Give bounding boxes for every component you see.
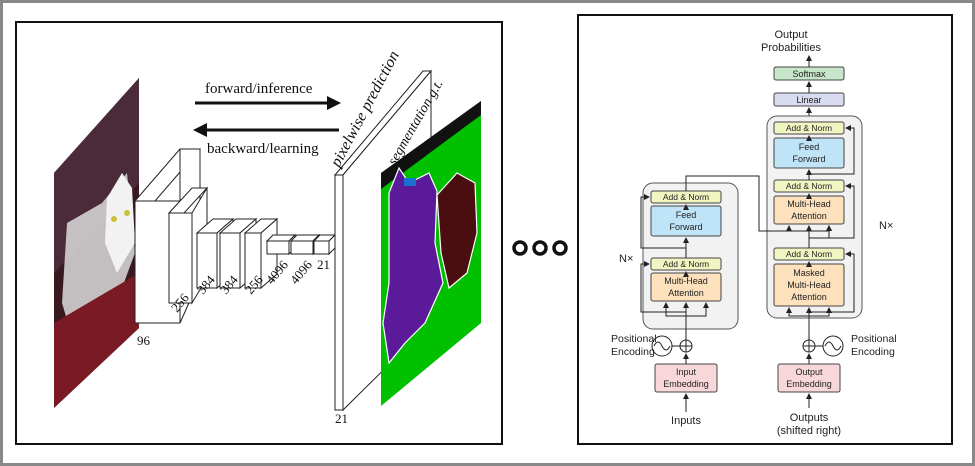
svg-text:Linear: Linear bbox=[796, 95, 821, 105]
decoder-masked-attention: Masked Multi-Head Attention bbox=[773, 263, 845, 307]
output-dim-label: 21 bbox=[335, 411, 348, 426]
encoder-multi-head-attention: Multi-Head Attention bbox=[650, 272, 722, 302]
output-embedding-block: Output Embedding bbox=[777, 363, 841, 393]
decoder-positional-encoding: Positional Encoding bbox=[802, 333, 897, 358]
backward-arrow bbox=[193, 123, 339, 137]
decoder-add-norm-2: Add & Norm bbox=[773, 179, 845, 193]
svg-text:Multi-Head: Multi-Head bbox=[787, 199, 831, 209]
decoder-feed-forward: Feed Forward bbox=[773, 137, 845, 169]
svg-text:Attention: Attention bbox=[791, 292, 827, 302]
svg-text:Forward: Forward bbox=[792, 154, 825, 164]
svg-text:Add & Norm: Add & Norm bbox=[663, 259, 709, 269]
svg-text:Embedding: Embedding bbox=[786, 379, 832, 389]
svg-text:Attention: Attention bbox=[791, 211, 827, 221]
encoder-positional-encoding: Positional Encoding bbox=[611, 333, 693, 358]
outputs-shifted-label: (shifted right) bbox=[777, 425, 841, 437]
encoder-stack bbox=[642, 182, 739, 330]
encoder-connections bbox=[640, 175, 832, 346]
backward-label: backward/learning bbox=[207, 141, 319, 157]
decoder-connections bbox=[786, 125, 855, 346]
ellipsis-icon bbox=[512, 240, 568, 256]
svg-text:Encoding: Encoding bbox=[611, 346, 655, 358]
svg-text:Add & Norm: Add & Norm bbox=[786, 181, 832, 191]
svg-text:Forward: Forward bbox=[669, 222, 702, 232]
dim-label: 96 bbox=[137, 333, 151, 348]
dim-label: 21 bbox=[317, 257, 330, 272]
dim-label: 4096 bbox=[287, 257, 316, 287]
svg-text:Encoding: Encoding bbox=[851, 346, 895, 358]
svg-text:Softmax: Softmax bbox=[792, 69, 826, 79]
encoder-nx-label: N× bbox=[619, 253, 633, 265]
svg-text:Multi-Head: Multi-Head bbox=[787, 280, 831, 290]
input-photo bbox=[54, 78, 139, 408]
svg-text:Positional: Positional bbox=[611, 333, 657, 345]
svg-text:Add & Norm: Add & Norm bbox=[786, 249, 832, 259]
linear-block: Linear bbox=[773, 92, 845, 107]
svg-text:Attention: Attention bbox=[668, 288, 704, 298]
svg-text:Add & Norm: Add & Norm bbox=[663, 192, 709, 202]
svg-text:Multi-Head: Multi-Head bbox=[664, 276, 708, 286]
svg-text:Feed: Feed bbox=[799, 142, 820, 152]
fcn-diagram-panel: forward/inference backward/learning pixe… bbox=[15, 21, 503, 445]
output-probabilities-title: Output bbox=[774, 29, 807, 41]
svg-text:Input: Input bbox=[676, 367, 697, 377]
softmax-block: Softmax bbox=[773, 66, 845, 81]
conv-blocks bbox=[133, 148, 337, 324]
decoder-add-norm-3: Add & Norm bbox=[773, 121, 845, 135]
svg-text:Add & Norm: Add & Norm bbox=[786, 123, 832, 133]
decoder-multi-head-attention: Multi-Head Attention bbox=[773, 195, 845, 225]
encoder-add-norm-2: Add & Norm bbox=[650, 190, 722, 204]
encoder-feed-forward: Feed Forward bbox=[650, 205, 722, 237]
forward-label: forward/inference bbox=[205, 81, 313, 97]
svg-text:Output: Output bbox=[795, 367, 823, 377]
svg-text:Masked: Masked bbox=[793, 268, 825, 278]
svg-text:Feed: Feed bbox=[676, 210, 697, 220]
encoder-add-norm-1: Add & Norm bbox=[650, 257, 722, 271]
outputs-label: Outputs bbox=[790, 412, 829, 424]
output-probabilities-title: Probabilities bbox=[761, 42, 821, 54]
decoder-add-norm-1: Add & Norm bbox=[773, 247, 845, 261]
svg-text:Embedding: Embedding bbox=[663, 379, 709, 389]
forward-arrow bbox=[195, 96, 341, 110]
transformer-diagram: Output Probabilities Softmax Linear N× A… bbox=[611, 29, 897, 437]
transformer-diagram-panel: Output Probabilities Softmax Linear N× A… bbox=[577, 14, 953, 445]
inputs-label: Inputs bbox=[671, 415, 701, 427]
input-embedding-block: Input Embedding bbox=[654, 363, 718, 393]
segmentation-gt-plane bbox=[381, 101, 481, 406]
fcn-diagram: forward/inference backward/learning pixe… bbox=[54, 48, 481, 426]
decoder-nx-label: N× bbox=[879, 220, 893, 232]
svg-text:Positional: Positional bbox=[851, 333, 897, 345]
